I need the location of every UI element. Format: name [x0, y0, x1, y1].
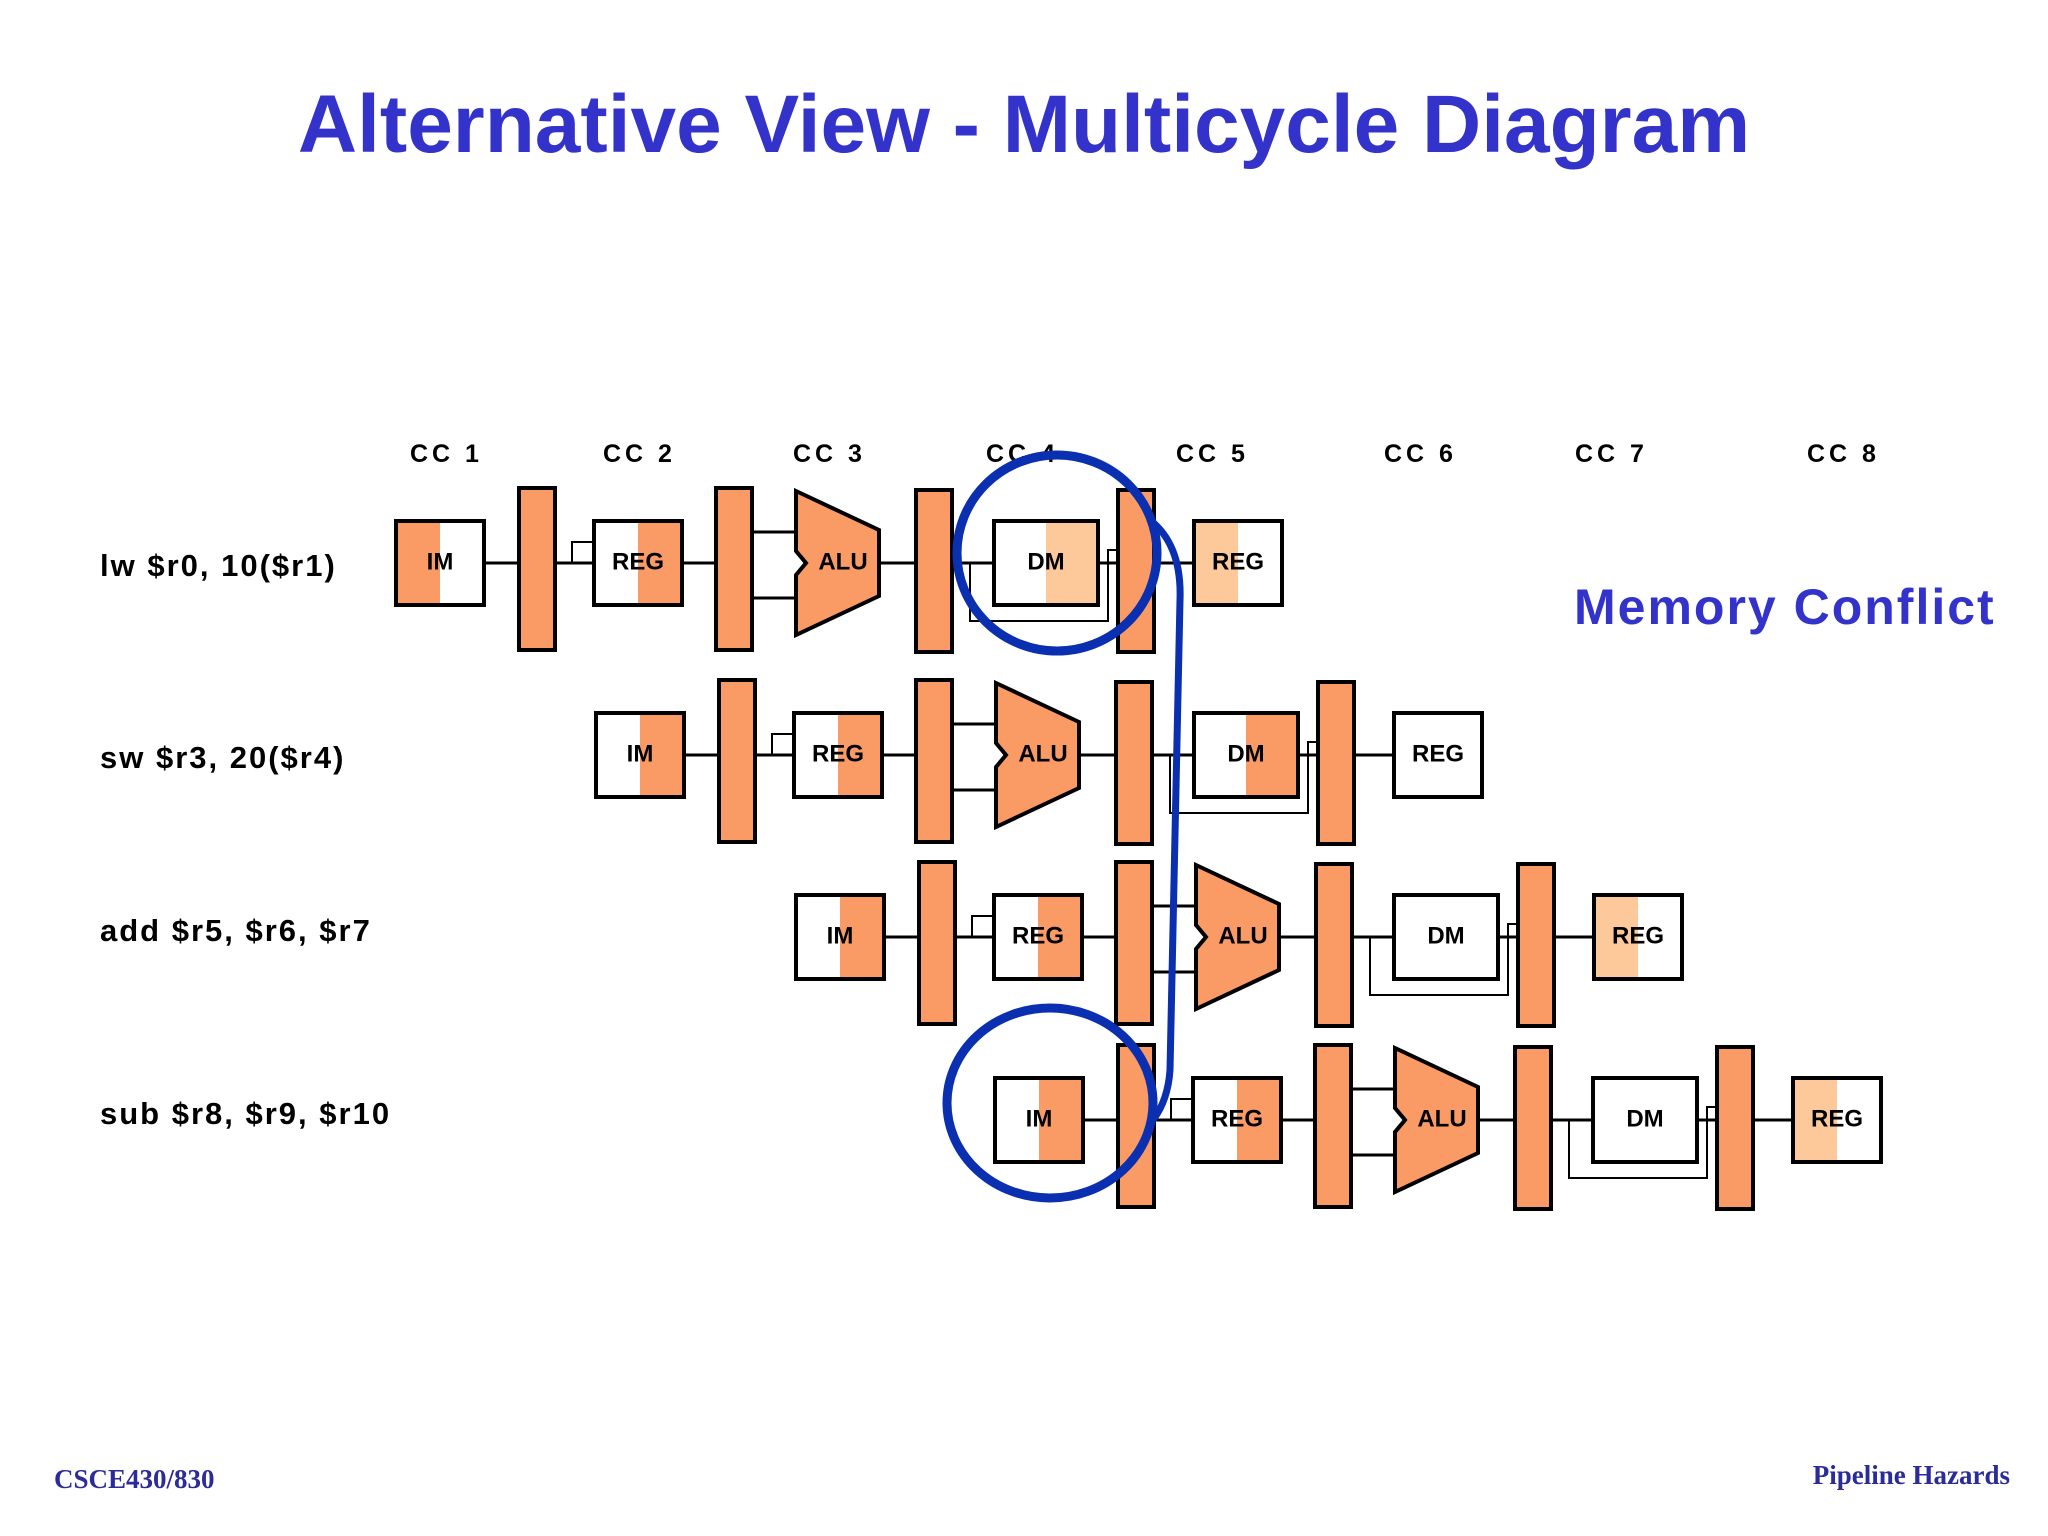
conflict-link-line — [1147, 517, 1184, 1123]
clock-cycle-label: CC 5 — [1176, 440, 1249, 468]
data-memory — [1591, 1076, 1699, 1164]
stage-label: REG — [1012, 922, 1064, 949]
pipeline-register — [1314, 862, 1354, 1028]
instruction-memory — [594, 711, 686, 799]
stage-label: REG — [1212, 548, 1264, 575]
pipeline-register — [1313, 1043, 1353, 1209]
pipeline-register — [517, 486, 557, 652]
connector-line — [1352, 923, 1518, 996]
highlight-circle — [942, 1003, 1158, 1203]
stage-label: ALU — [818, 548, 867, 575]
stage-label: DM — [1227, 740, 1264, 767]
stage-label: REG — [1811, 1105, 1863, 1132]
pipeline-register — [914, 488, 954, 654]
instruction-label: lw $r0, 10($r1) — [100, 548, 337, 583]
pipeline-register — [1114, 860, 1154, 1026]
register-file-read-fill — [1038, 895, 1082, 979]
footer-course: CSCE430/830 — [54, 1464, 215, 1494]
alu-unit — [994, 679, 1081, 831]
instruction-label: add $r5, $r6, $r7 — [100, 913, 372, 948]
register-file-write — [1592, 893, 1684, 981]
register-file-read — [792, 711, 884, 799]
clock-cycle-label: CC 1 — [410, 440, 483, 468]
stage-label: IM — [427, 548, 454, 575]
stage-label: REG — [1612, 922, 1664, 949]
alu-unit — [1194, 861, 1281, 1013]
register-file-read-fill — [638, 521, 682, 605]
connector-line — [1152, 741, 1318, 814]
register-file-read-fill — [1237, 1078, 1281, 1162]
data-memory — [992, 519, 1100, 607]
register-file-write-fill — [1194, 521, 1238, 605]
slide-title: Alternative View - Multicycle Diagram — [297, 79, 1751, 170]
register-file-read — [992, 893, 1084, 981]
pipeline-register — [1715, 1045, 1755, 1211]
stage-label: DM — [1027, 548, 1064, 575]
register-file-read — [592, 519, 684, 607]
pipeline-register — [1516, 862, 1556, 1028]
register-file-write — [1791, 1076, 1883, 1164]
register-file-read — [1191, 1076, 1283, 1164]
instruction-label: sw $r3, 20($r4) — [100, 740, 346, 775]
pipeline-register — [1513, 1045, 1553, 1211]
stage-label: ALU — [1417, 1105, 1466, 1132]
connector-line — [555, 541, 594, 564]
data-memory — [1192, 711, 1300, 799]
instruction-memory — [993, 1076, 1085, 1164]
register-file-read-fill — [838, 713, 882, 797]
clock-cycle-label: CC 7 — [1575, 440, 1648, 468]
instruction-memory — [794, 893, 886, 981]
stage-label: REG — [1211, 1105, 1263, 1132]
pipeline-register — [914, 678, 954, 844]
connector-line — [952, 549, 1118, 622]
pipeline-register — [714, 486, 754, 652]
stage-label: ALU — [1018, 740, 1067, 767]
pipeline-register — [1114, 680, 1154, 846]
stage-label: IM — [1026, 1105, 1053, 1132]
register-file-write — [1392, 711, 1484, 799]
data-memory-bg — [1593, 1078, 1697, 1162]
data-memory-fill — [1046, 521, 1098, 605]
stage-label: DM — [1626, 1105, 1663, 1132]
instruction-memory — [394, 519, 486, 607]
data-memory-bg — [1394, 895, 1498, 979]
data-memory — [1392, 893, 1500, 981]
pipeline-register — [917, 860, 957, 1026]
instruction-memory-fill — [640, 713, 684, 797]
clock-cycle-label: CC 3 — [793, 440, 866, 468]
connector-line — [1551, 1106, 1717, 1179]
stage-label: IM — [627, 740, 654, 767]
pipeline-register — [1316, 680, 1356, 846]
stage-label: DM — [1427, 922, 1464, 949]
highlight-circle — [952, 450, 1162, 656]
connector-line — [755, 733, 794, 756]
instruction-memory-fill — [396, 521, 440, 605]
clock-cycle-label: CC 2 — [603, 440, 676, 468]
connector-line — [955, 915, 994, 938]
connector-line — [1154, 1098, 1193, 1121]
register-file-write-bg — [1394, 713, 1482, 797]
register-file-write — [1192, 519, 1284, 607]
clock-cycle-label: CC 6 — [1384, 440, 1457, 468]
footer-topic: Pipeline Hazards — [1812, 1460, 2010, 1490]
pipeline-register — [717, 678, 757, 844]
register-file-write-fill — [1793, 1078, 1837, 1162]
instruction-memory-fill — [840, 895, 884, 979]
memory-conflict-annotation: Memory Conflict — [1574, 579, 1996, 635]
alu-unit — [794, 487, 881, 639]
stage-label: REG — [812, 740, 864, 767]
stage-label: ALU — [1218, 922, 1267, 949]
instruction-label: sub $r8, $r9, $r10 — [100, 1096, 392, 1131]
stage-label: REG — [1412, 740, 1464, 767]
alu-unit — [1393, 1044, 1480, 1196]
register-file-write-fill — [1594, 895, 1638, 979]
stage-label: REG — [612, 548, 664, 575]
instruction-memory-fill — [1039, 1078, 1083, 1162]
data-memory-fill — [1246, 713, 1298, 797]
clock-cycle-label: CC 8 — [1807, 440, 1880, 468]
stage-label: IM — [827, 922, 854, 949]
